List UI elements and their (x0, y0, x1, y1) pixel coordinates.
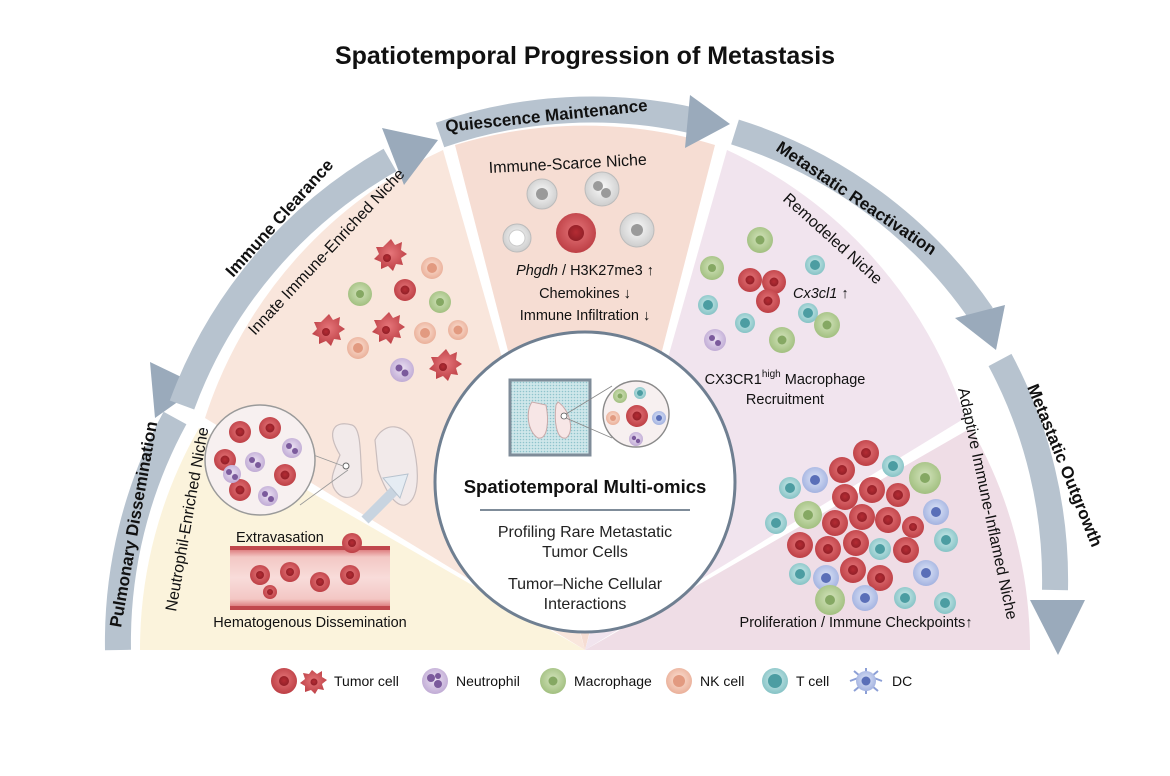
spatial-chip-icon (508, 378, 592, 457)
neutrophil-icon (422, 668, 448, 694)
center-title: Spatiotemporal Multi-omics (463, 476, 707, 497)
dc-icon (849, 668, 883, 694)
innate-niche-cells (312, 239, 468, 382)
legend-item-tcell: T cell (760, 665, 829, 697)
metastatic-reactivation-arrow (731, 119, 993, 323)
pulmonary-dissemination-arrow (104, 411, 187, 651)
legend-item-dc: DC (846, 665, 912, 697)
remodeled-gene-label: Cx3cl1 ↑ (793, 286, 849, 302)
legend-item-neutrophil: Neutrophil (420, 665, 520, 697)
legend-label: DC (892, 673, 913, 689)
metastatic-outgrowth-arrow (988, 353, 1069, 591)
proliferation-label: Proliferation / Immune Checkpoints↑ (740, 615, 973, 631)
center-text-line4: Interactions (543, 596, 627, 613)
lung-illustration (299, 423, 418, 506)
magnified-cells (214, 417, 302, 506)
scarce-niche-cells (502, 171, 655, 253)
hematogenous-label: Hematogenous Dissemination (213, 615, 406, 631)
remodeled-recruitment-line2: Recruitment (746, 392, 824, 408)
neutrophil-niche-content (204, 404, 418, 610)
t-cell-icon (762, 668, 788, 694)
macrophage-icon (540, 668, 566, 694)
center-panel (433, 330, 737, 634)
scarce-infiltration-label: Immune Infiltration ↓ (520, 308, 651, 324)
metastatic-outgrowth-arrowhead (1030, 600, 1085, 655)
metastatic-reactivation-arrowhead (955, 305, 1005, 350)
legend-label: Tumor cell (334, 673, 399, 689)
immune-clearance-arrowhead (382, 128, 438, 185)
center-text-line1: Profiling Rare Metastatic (497, 524, 673, 541)
legend: Tumor cell Neutrophil Macrophage NK cell… (0, 665, 1170, 697)
legend-label: Neutrophil (456, 673, 520, 689)
legend-label: Macrophage (574, 673, 652, 689)
nk-cell-icon (666, 668, 692, 694)
quiescence-maintenance-arrow (435, 96, 698, 148)
legend-item-tumor: Tumor cell (270, 665, 399, 697)
immune-clearance-arrow (169, 148, 397, 410)
quiescence-maintenance-arrowhead (685, 95, 730, 148)
center-text-line2: Tumor Cells (542, 544, 628, 561)
extravasation-label: Extravasation (236, 530, 324, 546)
legend-label: NK cell (700, 673, 745, 689)
legend-item-nk: NK cell (664, 665, 744, 697)
legend-item-macrophage: Macrophage (538, 665, 652, 697)
adaptive-niche-cells (765, 440, 958, 615)
scarce-gene-label: Phgdh / H3K27me3 ↑ (516, 263, 654, 279)
remodeled-recruitment-line1: CX3CR1high Macrophage (705, 369, 866, 388)
stage-arrows (104, 95, 1085, 655)
tumor-cell-icon (271, 668, 327, 694)
scarce-chemokines-label: Chemokines ↓ (539, 286, 631, 302)
figure-title: Spatiotemporal Progression of Metastasis (334, 42, 836, 70)
remodeled-niche-cells (698, 227, 840, 353)
center-text-line3: Tumor–Niche Cellular (507, 576, 663, 593)
extravasation-arrow (361, 486, 399, 524)
legend-label: T cell (796, 673, 830, 689)
vessel-cells (250, 533, 362, 599)
